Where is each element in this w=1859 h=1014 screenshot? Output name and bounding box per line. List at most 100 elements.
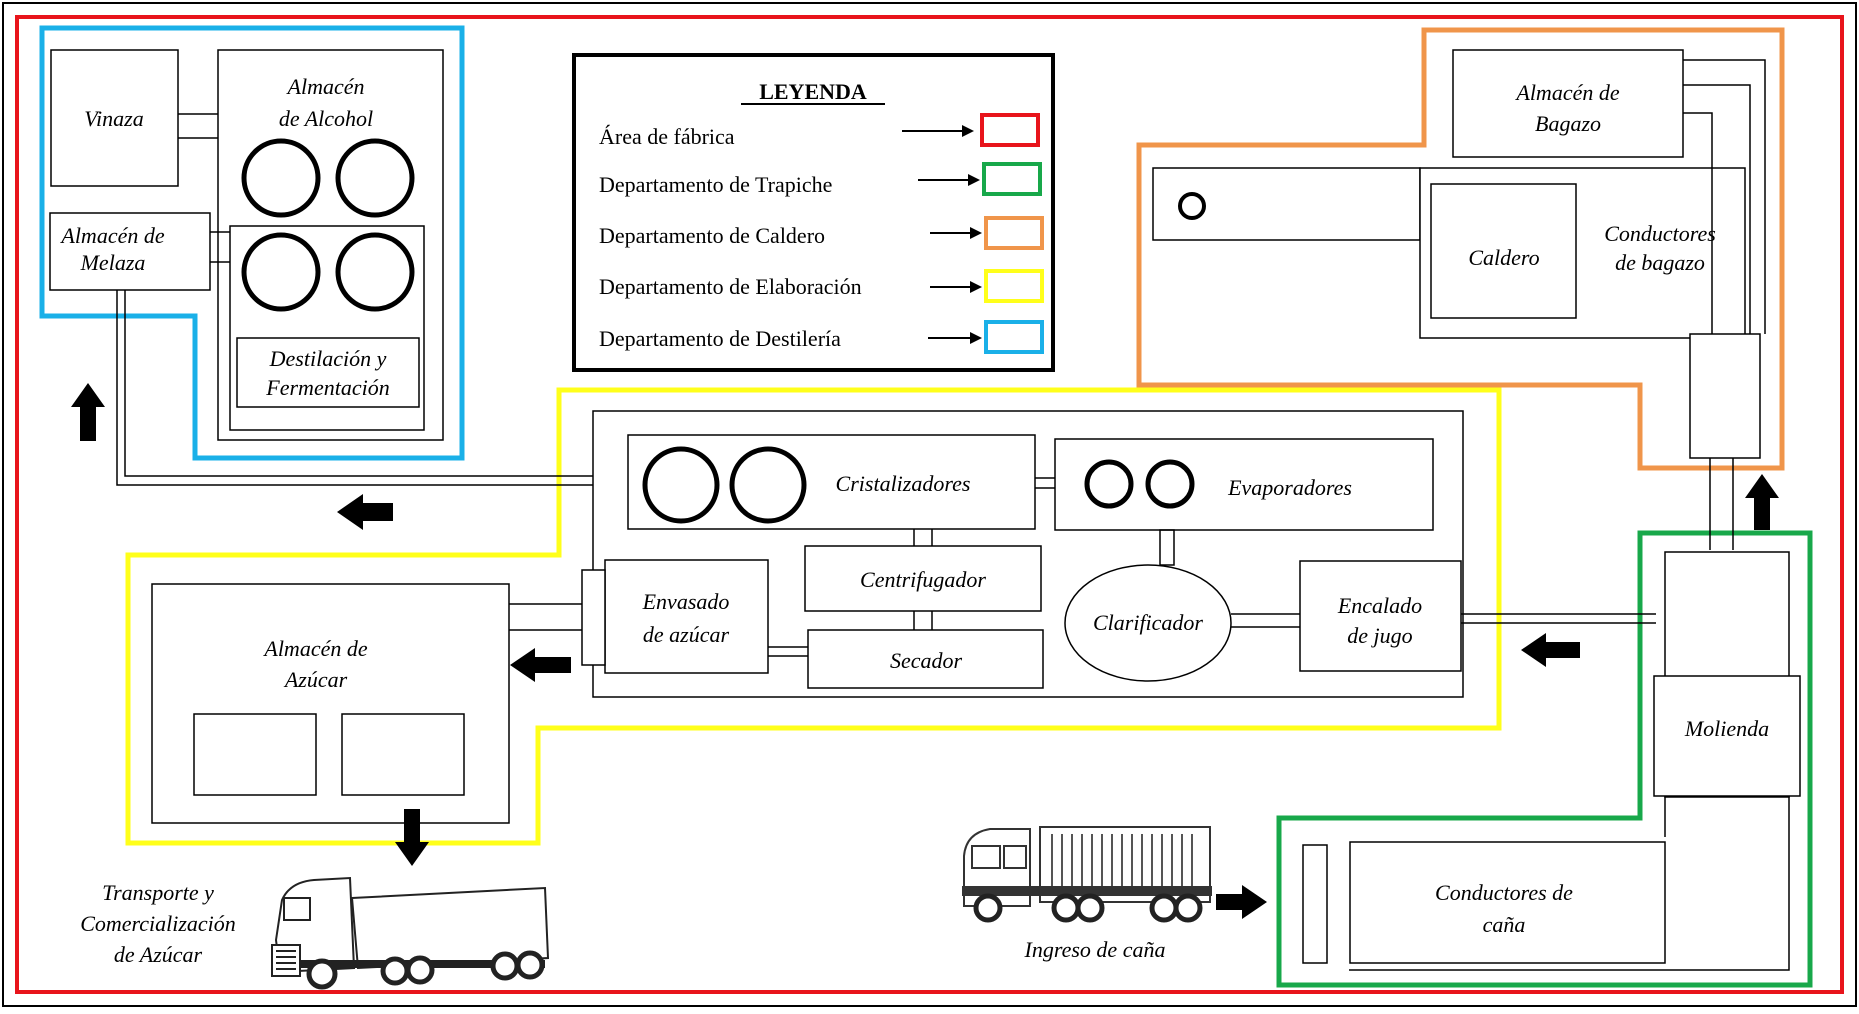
sugar-pallet [193, 713, 317, 796]
vinasse-pipe [178, 113, 218, 139]
flow-arrow-left-icon [510, 648, 571, 682]
molasses-return-pipe [116, 290, 593, 486]
mill-to-boiler-pipe [1709, 458, 1734, 550]
sugar-truck-trailer [350, 886, 550, 970]
molasses-storage-box [49, 212, 211, 291]
transport-label-line3: de Azúcar [114, 942, 203, 967]
cane-conveyors-label-line1: Conductores de [1435, 880, 1573, 905]
mill-label: Molienda [1684, 716, 1769, 741]
wheel-icon [380, 956, 410, 986]
sugar-truck-icon [271, 876, 550, 990]
mill-base [1349, 796, 1790, 971]
bagasse-conveyors-label-line1: Conductores [1604, 221, 1716, 246]
legend-arrow-head [970, 227, 982, 239]
flow-arrow-left-icon [337, 494, 393, 530]
vinasse-box [50, 49, 179, 187]
wheel-icon [306, 958, 338, 990]
boiler-box [1430, 183, 1577, 319]
bagasse-conveyor-lines [1683, 59, 1766, 334]
sugar-truck-grille [271, 944, 301, 977]
processing-department-boundary [125, 387, 1502, 846]
flow-arrow-right-icon [1216, 885, 1267, 919]
sugar-truck-window [283, 897, 311, 921]
alcohol-tank [335, 138, 415, 218]
legend-swatch-processing [984, 269, 1044, 303]
crystallizers-label: Cristalizadores [836, 471, 971, 496]
dryer-label: Secador [890, 648, 963, 673]
juice-liming-label-line2: de jugo [1347, 623, 1412, 648]
legend-swatch-factory [980, 113, 1040, 147]
legend-arrow-head [962, 125, 974, 137]
distillation-label-line1: Destilación y [269, 346, 387, 371]
clarifier-label: Clarificador [1093, 610, 1203, 635]
distillation-label-line2: Fermentación [265, 375, 389, 400]
alcohol-storage-label-line1: Almacén [286, 74, 365, 99]
bagasse-conveyor-tower [1689, 333, 1761, 459]
legend-item-label: Área de fábrica [599, 124, 735, 149]
evaporator-clarifier-link [1159, 529, 1175, 566]
dryer-box [807, 629, 1044, 689]
legend-item-label: Departamento de Elaboración [599, 274, 862, 299]
mill-department-boundary [1276, 530, 1813, 988]
legend-swatch-mill [982, 162, 1042, 196]
sugar-packaging-label-line2: de azúcar [643, 622, 730, 647]
bagasse-conveyors-label-line2: de bagazo [1615, 250, 1705, 275]
distillation-box [236, 337, 420, 408]
evaporator-tank [1145, 459, 1195, 509]
sugar-packaging-box [604, 559, 769, 674]
dryer-packaging-link [768, 646, 808, 657]
clarifier-liming-link [1231, 613, 1300, 628]
fermentation-tank [335, 232, 415, 312]
crystallizer-evaporator-link [1035, 477, 1055, 489]
crystallizer-tank [729, 446, 807, 524]
mill-juice-pipe [1461, 613, 1656, 624]
crystallizer-centrifuge-link [913, 529, 933, 546]
transport-label-line1: Transporte y [102, 880, 214, 905]
molasses-storage-label-line2: Melaza [80, 250, 146, 275]
legend-box [572, 53, 1055, 372]
flow-arrow-up-icon [1745, 474, 1779, 530]
evaporator-tank [1084, 459, 1134, 509]
bagasse-storage-box [1452, 49, 1684, 158]
fermentation-tank [241, 232, 321, 312]
alcohol-tank [241, 138, 321, 218]
packaging-connector [581, 569, 606, 666]
juice-liming-box [1299, 560, 1462, 672]
juice-liming-label-line1: Encalado [1337, 593, 1422, 618]
bagasse-storage-label-line2: Bagazo [1535, 111, 1601, 136]
legend-arrow-head [970, 281, 982, 293]
wheel-icon [1173, 893, 1203, 923]
boiler-department-boundary [1136, 27, 1785, 471]
cane-entry-label: Ingreso de caña [1024, 937, 1166, 962]
cane-conveyors-label-line2: caña [1483, 912, 1526, 937]
centrifuge-dryer-link [913, 611, 933, 630]
wheel-icon [1149, 893, 1179, 923]
wheel-icon [973, 893, 1003, 923]
flow-arrow-up-icon [71, 383, 105, 441]
legend-item-label: Departamento de Caldero [599, 223, 825, 248]
legend-item-label: Departamento de Trapiche [599, 172, 832, 197]
bagasse-storage-label-line1: Almacén de [1514, 80, 1619, 105]
evaporators-label: Evaporadores [1227, 475, 1352, 500]
wheel-icon [1051, 893, 1081, 923]
legend-arrow-head [968, 174, 980, 186]
wheel-icon [405, 955, 435, 985]
factory-area-boundary [15, 15, 1844, 994]
alcohol-storage-label-line2: de Alcohol [279, 106, 373, 131]
legend-title: LEYENDA [759, 79, 867, 104]
wheel-icon [1075, 893, 1105, 923]
wheel-icon [515, 950, 545, 980]
flow-arrow-left-icon [1521, 633, 1580, 667]
cane-conveyors-box [1349, 841, 1666, 964]
cane-truck-chassis [962, 886, 1212, 896]
sugar-storage-label-line2: Azúcar [283, 667, 348, 692]
wheel-icon [490, 951, 520, 981]
legend-item-label: Departamento de Destilería [599, 326, 841, 351]
cane-truck-ribs [1051, 834, 1193, 896]
legend: LEYENDA Área de fábrica Departamento de … [572, 53, 1055, 372]
molasses-pipe [210, 231, 230, 263]
legend-swatch-boiler [984, 216, 1044, 250]
